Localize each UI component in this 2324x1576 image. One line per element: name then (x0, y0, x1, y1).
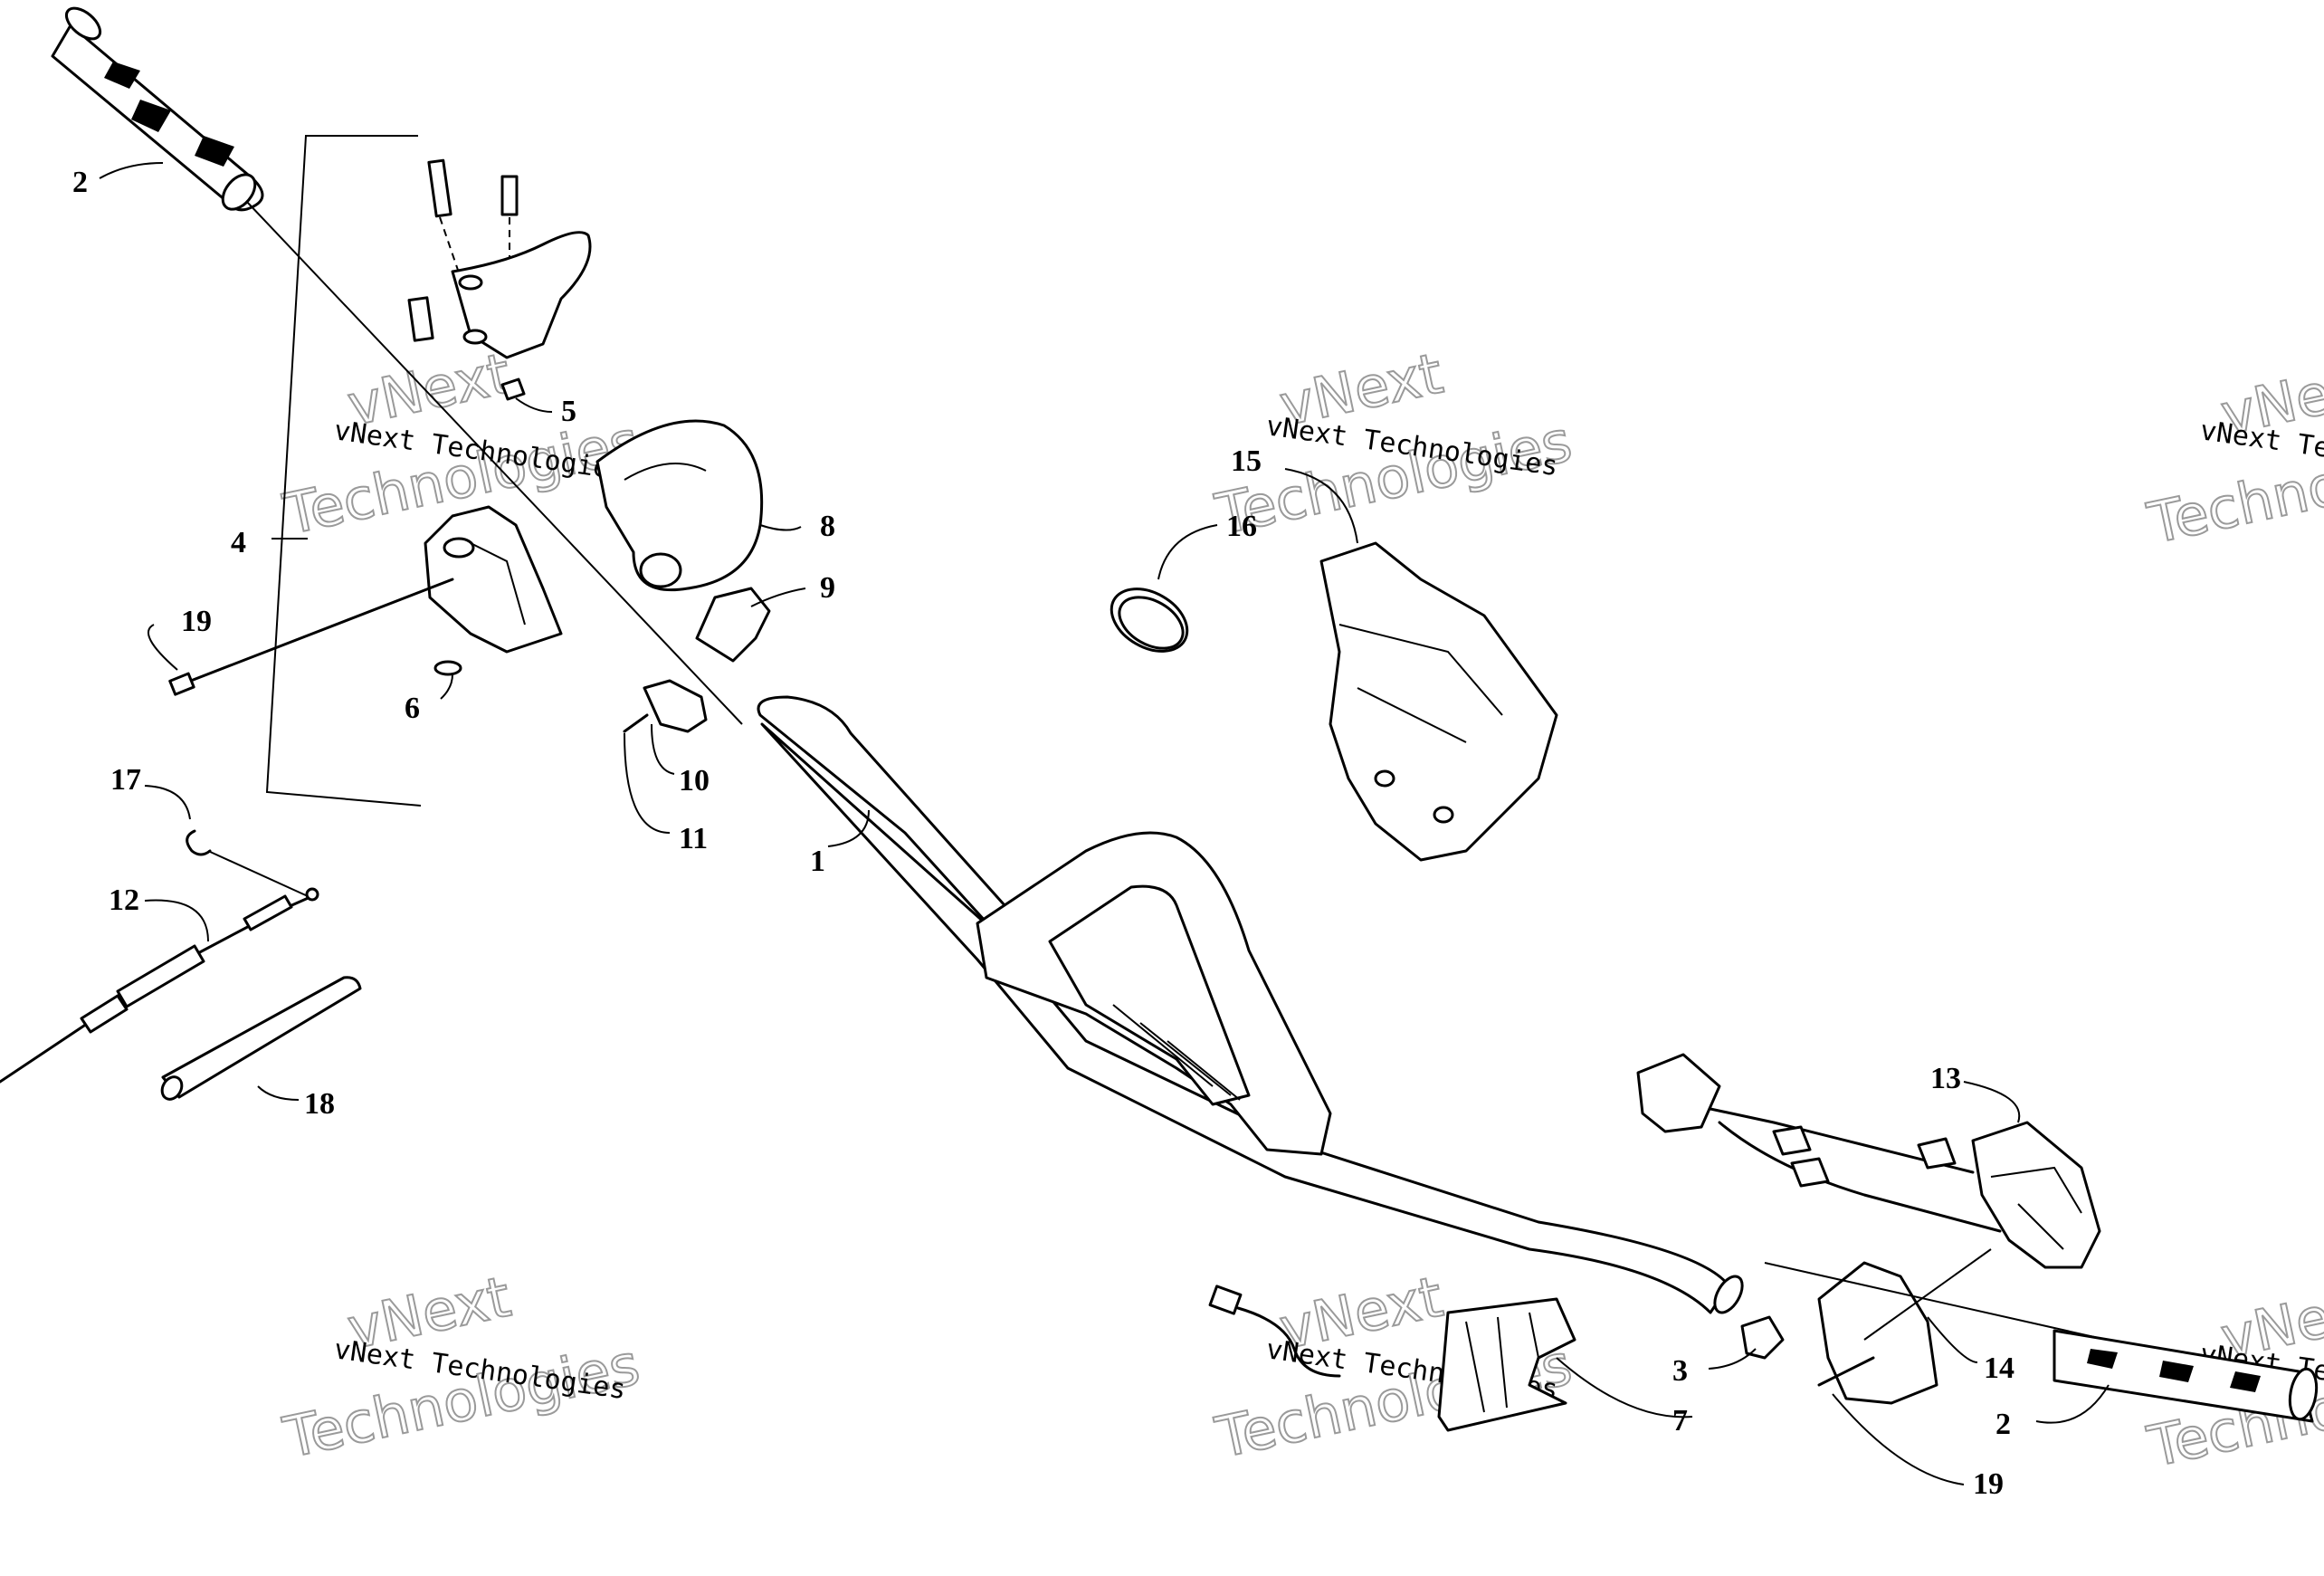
leader-c17 (144, 785, 191, 820)
watermark-top-center: vNext Technologies vNext Technologies (1209, 339, 1578, 549)
callout-9: 9 (820, 571, 835, 605)
callout-19-right: 19 (1973, 1467, 2004, 1501)
callout-13: 13 (1930, 1062, 1961, 1095)
callout-4: 4 (231, 526, 246, 559)
callout-12: 12 (109, 884, 139, 917)
handlebar (757, 695, 1744, 1314)
end-plug (1740, 1315, 1785, 1360)
leader-c2b (2035, 1384, 2110, 1424)
watermark-top-right: vNext Technologies vNext Technologies (2141, 349, 2324, 558)
throttle-housing (424, 505, 563, 676)
callout-16: 16 (1226, 510, 1257, 543)
callout-17: 17 (110, 763, 141, 797)
leader-c19b (1832, 1393, 1965, 1485)
assembly-line-right (1863, 1248, 1992, 1341)
leader-c14 (1927, 1316, 1978, 1363)
mount-15 (1319, 541, 1558, 862)
leader-c12 (144, 899, 209, 942)
leader-c18 (257, 1085, 300, 1101)
callout-15: 15 (1231, 444, 1262, 478)
callout-10: 10 (679, 764, 710, 798)
callout-14: 14 (1984, 1352, 2014, 1385)
screw-11 (623, 713, 649, 733)
leader-c10 (651, 723, 675, 775)
leader-c11 (624, 732, 671, 834)
callout-7: 7 (1672, 1404, 1688, 1438)
cable (0, 887, 319, 1084)
assembly-bracket (265, 135, 422, 807)
right-housing (1817, 1261, 1938, 1405)
tube (160, 976, 362, 1101)
leader-c3 (1708, 1348, 1757, 1370)
callout-18: 18 (304, 1087, 335, 1121)
assembly-line-cable (207, 850, 309, 897)
leader-c9 (750, 587, 806, 607)
leader-c19a (148, 624, 178, 671)
callout-8: 8 (820, 510, 835, 543)
callout-2: 2 (72, 166, 88, 199)
callout-6: 6 (405, 692, 420, 725)
leader-c16 (1157, 524, 1218, 580)
screw-19-right (1817, 1356, 1875, 1387)
clip-17 (186, 829, 212, 856)
leader-c6 (440, 673, 453, 700)
throttle-cover (595, 419, 764, 592)
clip-10 (643, 679, 708, 733)
leader-c7 (1556, 1357, 1693, 1418)
callout-1: 1 (810, 845, 825, 878)
heater-element (1208, 1285, 1576, 1432)
callout-11: 11 (679, 822, 708, 855)
ring-16 (1110, 587, 1189, 653)
assembly-line-left (245, 200, 743, 725)
callout-3: 3 (1672, 1354, 1688, 1388)
leader-c8 (759, 524, 802, 531)
leader-c15 (1284, 468, 1358, 544)
throttle-lever (407, 158, 592, 401)
callout-2-right: 2 (1995, 1408, 2011, 1441)
watermark-bottom-left: vNext Technologies vNext Technologies (277, 1263, 646, 1472)
clip-9 (695, 587, 771, 663)
leader-c13 (1963, 1081, 2021, 1123)
leader-c2a (99, 162, 164, 179)
leader-c1 (827, 809, 870, 847)
callout-19: 19 (181, 605, 212, 638)
callout-5: 5 (561, 395, 576, 428)
screw-19-left (177, 578, 454, 687)
wiring-harness (1636, 1053, 2101, 1269)
leader-c5 (515, 397, 553, 413)
left-grip (51, 6, 264, 212)
right-grip (2053, 1329, 2319, 1423)
